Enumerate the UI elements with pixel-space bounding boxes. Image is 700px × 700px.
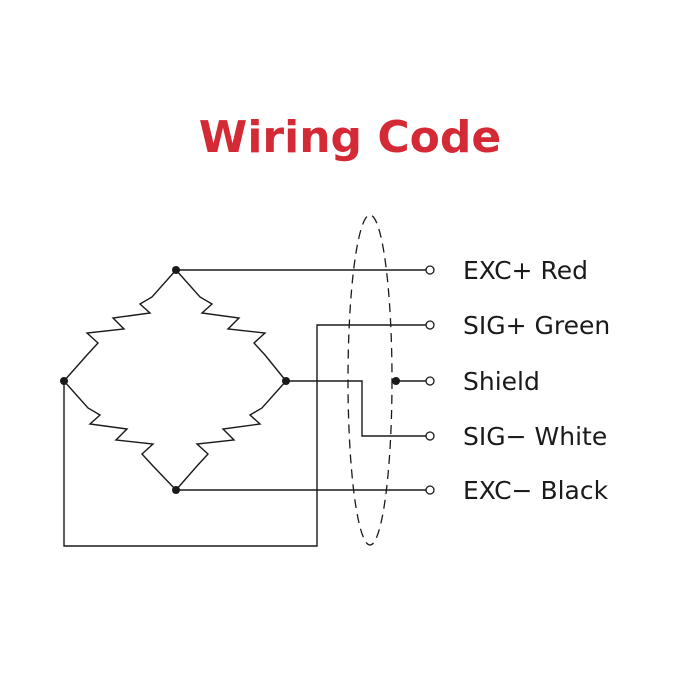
junction-bottom-icon [172, 486, 180, 494]
resistor-top-right-icon [175, 269, 287, 382]
wire-label-sig-plus: SIG+ Green [463, 311, 610, 340]
terminal-exc-minus-icon [425, 485, 435, 495]
terminal-sig-plus-icon [425, 320, 435, 330]
wire-sig-minus [286, 380, 426, 437]
page-title: Wiring Code [198, 112, 502, 163]
junction-right-icon [282, 377, 290, 385]
wire-label-sig-minus: SIG− White [463, 422, 607, 451]
wire-sig-plus [63, 324, 426, 547]
junction-left-icon [60, 377, 68, 385]
junction-top-icon [172, 266, 180, 274]
cable-shield-outline [347, 214, 393, 546]
terminal-sig-minus-icon [425, 431, 435, 441]
junction-shield-icon [392, 377, 400, 385]
wire-label-shield: Shield [463, 367, 540, 396]
resistor-bottom-left-icon [63, 380, 177, 491]
resistor-bottom-right-icon [175, 380, 287, 491]
terminal-exc-plus-icon [425, 265, 435, 275]
wire-label-exc-minus: EXC− Black [463, 476, 609, 505]
terminal-shield-icon [425, 376, 435, 386]
wire-label-exc-plus: EXC+ Red [463, 256, 588, 285]
resistor-top-left-icon [63, 269, 177, 382]
